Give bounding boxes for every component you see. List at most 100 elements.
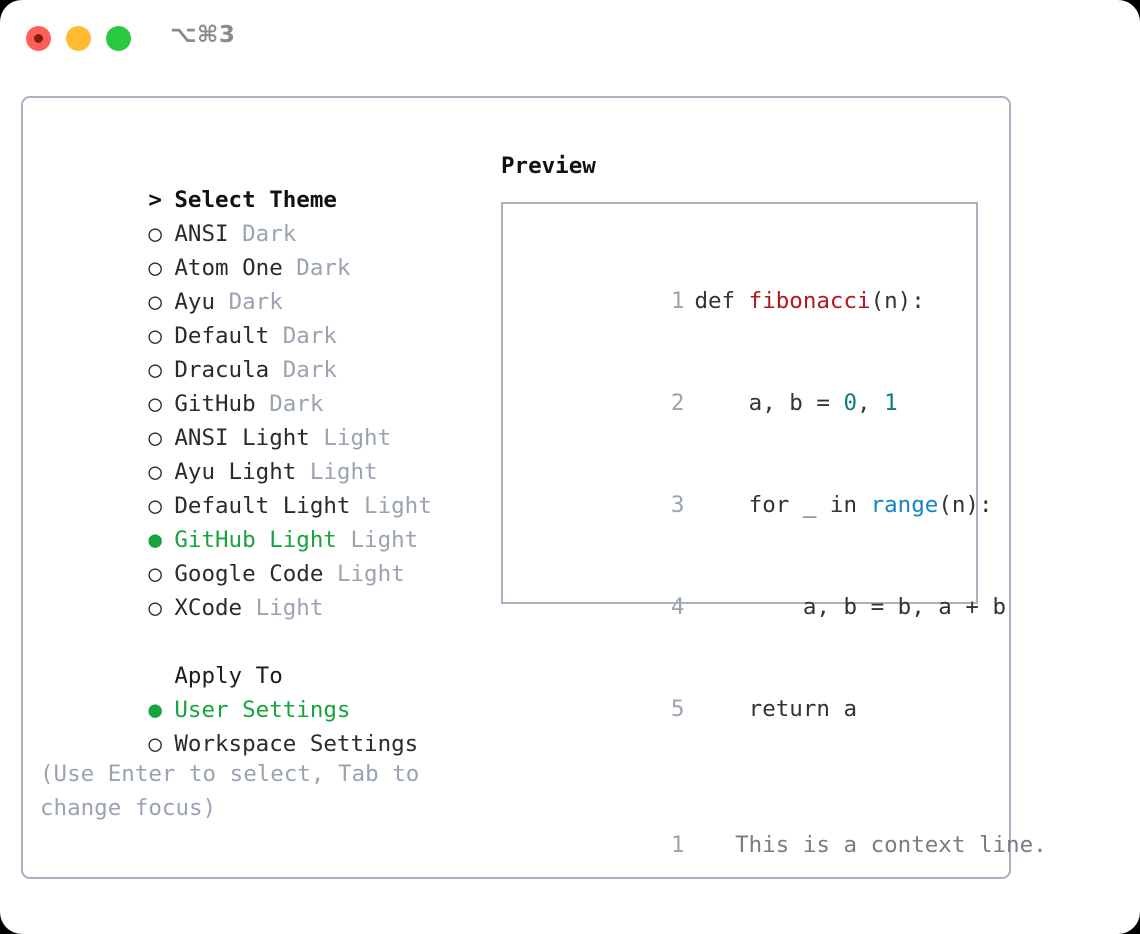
theme-category-label: Dark: [228, 289, 283, 315]
code-token: a, b =: [694, 390, 844, 416]
theme-name: Default: [174, 323, 270, 349]
radio-unselected-icon: ○: [148, 493, 162, 519]
apply-to-option-name: Workspace Settings: [174, 731, 419, 757]
theme-list-item-github[interactable]: ○ GitHub Dark: [40, 353, 500, 417]
code-token-builtin: range: [870, 492, 939, 518]
radio-unselected-icon: ○: [148, 459, 162, 485]
theme-name: Atom One: [174, 255, 283, 281]
code-token-number: 0: [843, 390, 858, 416]
theme-category-label: Dark: [282, 357, 337, 383]
code-line: 5 return a: [521, 658, 976, 760]
theme-name: XCode: [174, 595, 243, 621]
radio-unselected-icon: ○: [148, 255, 162, 281]
preview-heading: Preview: [501, 153, 596, 179]
line-number: 3: [670, 492, 685, 518]
diff-line-context: 1 This is a context line.: [521, 794, 1047, 896]
theme-category-label: Light: [309, 459, 378, 485]
theme-name: Default Light: [174, 493, 351, 519]
theme-category-label: Light: [364, 493, 432, 519]
code-line: 4 a, b = b, a + b: [521, 556, 1006, 658]
minimize-window-button[interactable]: [66, 26, 91, 51]
radio-unselected-icon: ○: [148, 323, 162, 349]
keyboard-hint-text: (Use Enter to select, Tab to change focu…: [40, 761, 433, 821]
radio-selected-icon: ●: [148, 527, 162, 553]
radio-unselected-icon: ○: [148, 731, 162, 757]
theme-category-label: Light: [255, 595, 324, 621]
radio-unselected-icon: ○: [148, 289, 162, 315]
apply-to-label: Apply To: [174, 663, 283, 689]
theme-name: ANSI: [174, 221, 229, 247]
theme-list-item-ayu[interactable]: ○ Ayu Dark: [40, 251, 500, 315]
apply-to-item-user-settings[interactable]: ● User Settings: [40, 659, 500, 723]
theme-list-item-atom-one[interactable]: ○ Atom One Dark: [40, 217, 500, 281]
theme-list-item-google-code[interactable]: ○ Google Code Light: [40, 523, 500, 587]
theme-list-item-ansi-light[interactable]: ○ ANSI Light Light: [40, 387, 500, 451]
radio-unselected-icon: ○: [148, 595, 162, 621]
radio-unselected-icon: ○: [148, 561, 162, 587]
code-token: for _ in: [694, 492, 871, 518]
diff-line-deleted: 2- This line was deleted.: [521, 896, 976, 934]
code-line: 1 def fibonacci(n):: [521, 250, 976, 352]
line-number: 2: [656, 930, 684, 934]
radio-unselected-icon: ○: [148, 425, 162, 451]
code-token: (n):: [870, 288, 925, 314]
diff-sign: [694, 832, 708, 858]
theme-list-item-default[interactable]: ○ Default Dark: [40, 285, 500, 349]
traffic-light-group: [26, 26, 131, 51]
code-line: 3 for _ in range(n):: [521, 454, 993, 556]
radio-selected-icon: ●: [148, 697, 162, 723]
theme-name: Ayu Light: [174, 459, 297, 485]
close-window-button[interactable]: [26, 26, 51, 51]
code-token-number: 1: [884, 390, 898, 416]
diff-text: This is a context line.: [708, 832, 1047, 858]
theme-category: [229, 221, 243, 247]
code-token: def: [694, 288, 749, 314]
zoom-window-button[interactable]: [106, 26, 131, 51]
theme-selector-column: >Select Theme ○ANSI Dark ○Atom One Dark …: [40, 149, 500, 825]
theme-name: GitHub: [174, 391, 256, 417]
code-token: ,: [857, 390, 885, 416]
line-number: 5: [670, 696, 685, 722]
theme-list-item-xcode[interactable]: ○ XCode Light: [40, 557, 500, 621]
theme-category-label: Dark: [296, 255, 351, 281]
apply-to-item-workspace-settings[interactable]: ○ Workspace Settings: [40, 693, 500, 757]
preview-gap: [521, 760, 976, 794]
theme-list-item-ansi[interactable]: ○ ANSI Dark: [40, 183, 500, 247]
theme-category-label: Light: [323, 425, 392, 451]
theme-name: Google Code: [174, 561, 324, 587]
main-panel: >Select Theme ○ANSI Dark ○Atom One Dark …: [21, 96, 1047, 879]
theme-name: ANSI Light: [174, 425, 310, 451]
radio-unselected-icon: ○: [148, 391, 162, 417]
select-theme-title: Select Theme: [174, 187, 337, 213]
theme-list-item-default-light[interactable]: ○ Default Light Light: [40, 455, 500, 519]
radio-unselected-icon: ○: [148, 357, 162, 383]
theme-category-label: Light: [336, 561, 405, 587]
theme-name: GitHub Light: [174, 527, 337, 553]
theme-list-item-github-light[interactable]: ● GitHub Light Light: [40, 489, 500, 553]
title-bar: ⌥⌘3: [0, 0, 1140, 78]
line-number: 4: [670, 594, 685, 620]
apply-to-indent: [148, 659, 174, 693]
theme-category-label: Dark: [282, 323, 337, 349]
radio-unselected-icon: ○: [148, 221, 162, 247]
code-token-function: fibonacci: [748, 288, 871, 314]
code-line: 2 a, b = 0, 1: [521, 352, 976, 454]
code-token: return a: [694, 696, 858, 722]
line-number: 1: [670, 832, 685, 858]
line-number: 2: [670, 390, 685, 416]
line-number: 1: [670, 288, 685, 314]
theme-category-label: Dark: [242, 221, 297, 247]
code-token: a, b = b, a + b: [694, 594, 1007, 620]
theme-category-label: Light: [350, 527, 419, 553]
theme-list-item-ayu-light[interactable]: ○ Ayu Light Light: [40, 421, 500, 485]
apply-to-option-name: User Settings: [174, 697, 351, 723]
code-token: (n):: [938, 492, 993, 518]
keyboard-shortcut-label: ⌥⌘3: [170, 22, 236, 48]
theme-name: Ayu: [174, 289, 216, 315]
apply-to-heading: Apply To: [40, 625, 500, 689]
select-theme-heading: >Select Theme: [40, 149, 500, 213]
theme-list-item-dracula[interactable]: ○Dracula Dark: [40, 319, 500, 383]
